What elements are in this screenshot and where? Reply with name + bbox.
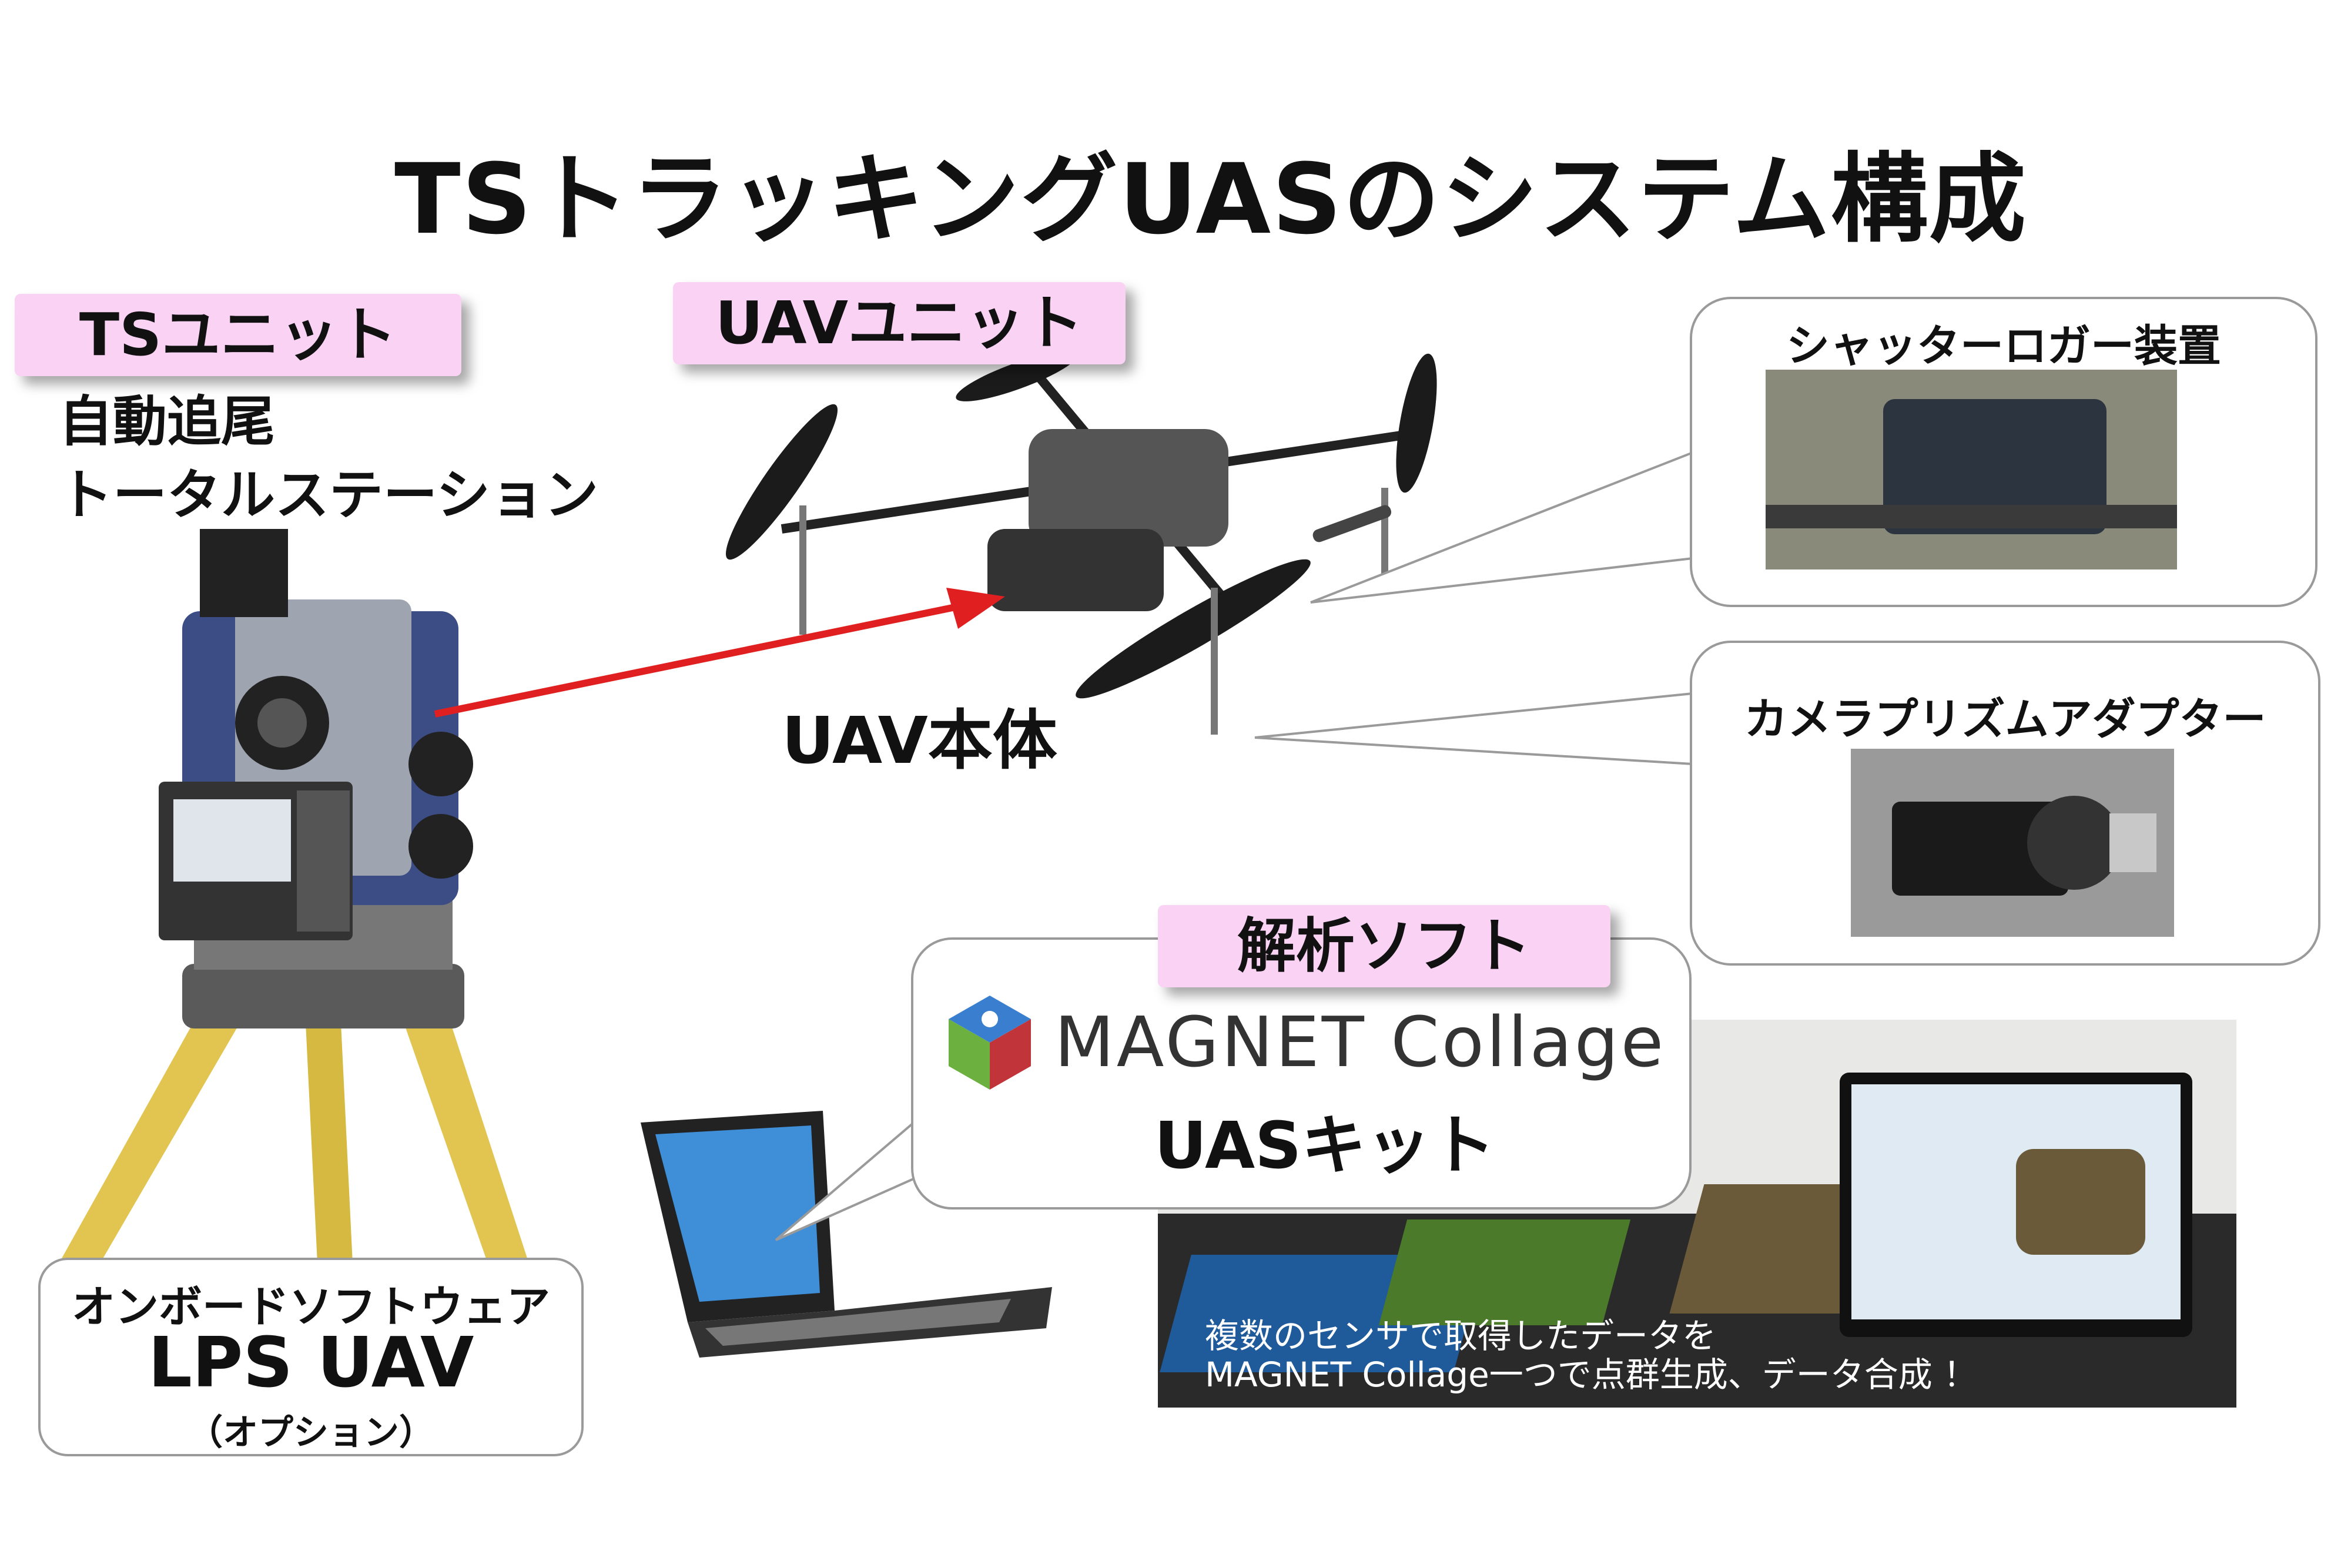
- ts-desc-line1: 自動追尾: [59, 390, 276, 453]
- shutter-logger-caption: シャッターロガー装置: [1786, 321, 2221, 371]
- ts-unit-label: TSユニット: [15, 294, 461, 376]
- shutter-logger-callout: シャッターロガー装置: [1690, 297, 2317, 607]
- callout-tail-logger: [1310, 451, 1694, 604]
- uas-kit-label: UASキット: [1154, 1108, 1496, 1183]
- uav-unit-label: UAVユニット: [673, 282, 1126, 364]
- tracking-arrow: [434, 588, 1005, 718]
- camera-prism-photo: [1851, 749, 2174, 937]
- total-station-image: [59, 529, 529, 1264]
- callout-tail-camera: [1254, 692, 1694, 766]
- camera-prism-caption: カメラプリズムアダプター: [1744, 694, 2266, 745]
- shutter-logger-photo: [1766, 370, 2177, 569]
- uav-drone-image: [725, 351, 1437, 735]
- uav-body-label: UAV本体: [782, 703, 1057, 778]
- screenshot-caption: 複数のセンサで取得したデータを MAGNET Collage一つで点群生成、デー…: [1205, 1316, 1977, 1394]
- ts-desc-line2: トータルステーション: [59, 464, 599, 527]
- analysis-software-label: 解析ソフト: [1158, 905, 1610, 987]
- lps-uav-label: LPS UAV: [148, 1322, 474, 1403]
- camera-prism-callout: カメラプリズムアダプター: [1690, 641, 2320, 966]
- screenshot-caption-line1: 複数のセンサで取得したデータを: [1205, 1316, 1717, 1356]
- screenshot-caption-line2: MAGNET Collage一つで点群生成、データ合成 ！: [1205, 1355, 1978, 1395]
- magnet-collage-logo-text: MAGNET Collage: [1054, 1001, 1666, 1083]
- onboard-software-box: オンボードソフトウェア LPS UAV （オプション）: [38, 1258, 584, 1456]
- ts-unit-description: 自動追尾 トータルステーション: [59, 385, 598, 532]
- laptop-image: [641, 1111, 1052, 1358]
- option-label: （オプション）: [187, 1412, 434, 1453]
- page-title: TSトラッキングUASのシステム構成: [394, 143, 2027, 256]
- onboard-software-title: オンボードソフトウェア: [72, 1282, 550, 1332]
- magnet-collage-logo-icon: [949, 996, 1031, 1090]
